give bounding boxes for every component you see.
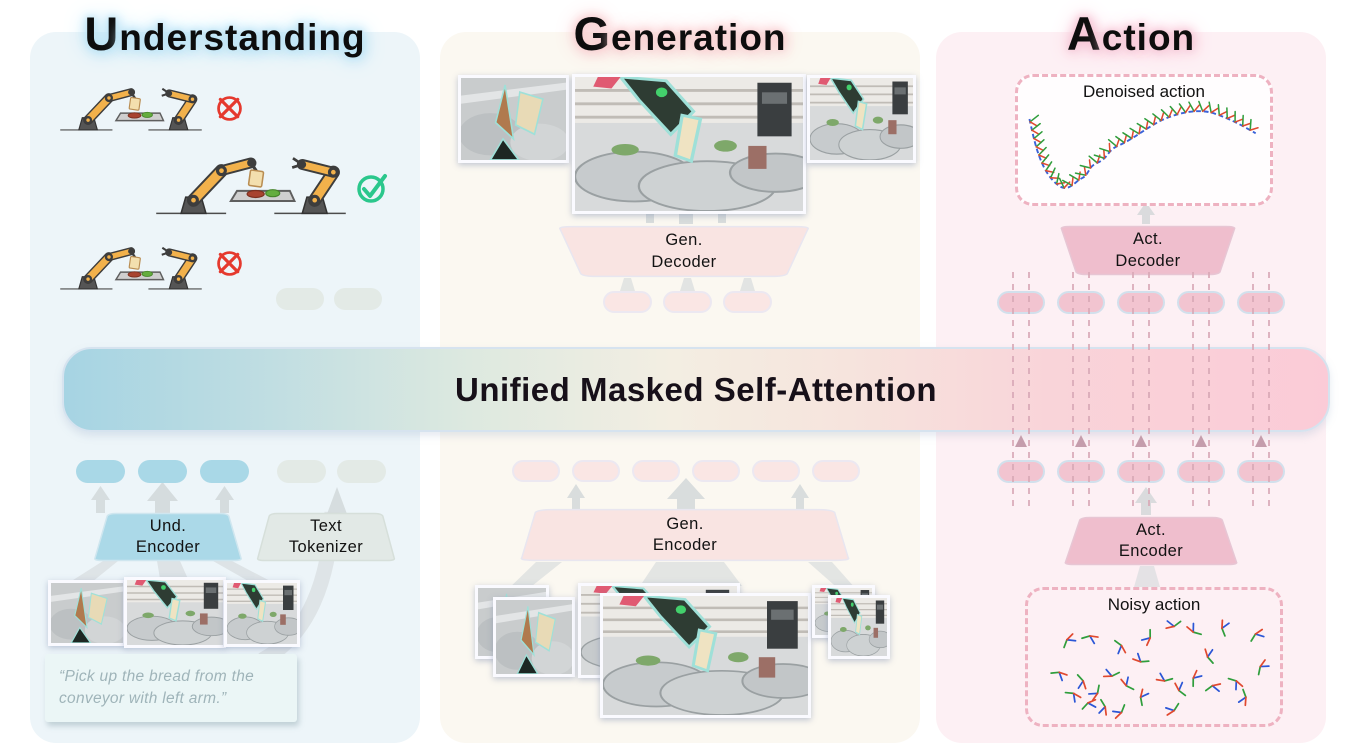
action-token (1177, 291, 1225, 314)
title-initial: G (573, 7, 611, 60)
generation-title: Generation (440, 6, 920, 74)
text-token (277, 460, 326, 483)
gen-token (692, 460, 740, 482)
action-token (997, 460, 1045, 483)
gen-decoder-label: Gen. (665, 231, 703, 250)
und-encoder-label: Und. (149, 516, 187, 535)
input-image (828, 595, 890, 659)
wrong-circle-x-icon (217, 96, 242, 121)
noisy-action-label: Noisy action (1107, 595, 1201, 614)
instruction-quote: “Pick up the bread from the conveyor wit… (45, 654, 297, 722)
observation-photo (48, 580, 126, 646)
title-rest: ction (1101, 17, 1196, 58)
gen-token (752, 460, 800, 482)
title-rest: nderstanding (119, 17, 366, 58)
image-token (76, 460, 125, 483)
image-token (138, 460, 187, 483)
denoised-action-label: Denoised action (1083, 82, 1205, 101)
action-token (997, 291, 1045, 314)
gen-token (663, 291, 712, 313)
act-encoder-label: Act. (1135, 520, 1167, 539)
instruction-line: conveyor with left arm.” (59, 690, 227, 707)
action-token (1117, 460, 1165, 483)
gen-token (572, 460, 620, 482)
robot-arms-illustration (55, 235, 207, 293)
gen-token (603, 291, 652, 313)
understanding-title: Understanding (30, 6, 420, 74)
und-encoder-block: Und.Encoder (92, 512, 244, 562)
title-initial: A (1066, 7, 1102, 60)
observation-photo (124, 577, 226, 648)
title-initial: U (84, 7, 120, 60)
input-image (600, 593, 811, 718)
unified-attention-bar: Unified Masked Self-Attention (62, 347, 1330, 432)
gen-token (512, 460, 560, 482)
denoised-action-box: Denoised action (1015, 74, 1273, 206)
noisy-action-box: Noisy action (1025, 587, 1283, 727)
gen-decoder-block: Gen.Decoder (555, 225, 813, 278)
act-decoder-label: Act. (1132, 230, 1164, 249)
robot-arms-illustration (150, 140, 352, 220)
title-rest: eneration (611, 17, 787, 58)
action-token (1177, 460, 1225, 483)
action-token (1237, 460, 1285, 483)
image-token (200, 460, 249, 483)
noisy-action-glyphs (1050, 619, 1270, 720)
gen-encoder-label: Gen. (666, 514, 704, 533)
answer-token (276, 288, 324, 310)
input-image (493, 597, 575, 677)
act-encoder-block: Act.Encoder (1062, 516, 1240, 566)
action-token (1057, 460, 1105, 483)
action-token (1117, 291, 1165, 314)
action-token (1237, 291, 1285, 314)
wrong-circle-x-icon (217, 251, 242, 276)
text-token (337, 460, 386, 483)
text-tokenizer-label: Text (310, 516, 342, 535)
action-token (1057, 291, 1105, 314)
gen-token (632, 460, 680, 482)
robot-arms-illustration (55, 76, 207, 134)
generated-image (572, 74, 806, 214)
gen-encoder-block: Gen.Encoder (515, 508, 855, 562)
correct-circle-check-icon (357, 174, 387, 203)
action-title: Action (936, 6, 1326, 74)
gen-token (812, 460, 860, 482)
unified-attention-label: Unified Masked Self-Attention (454, 370, 938, 408)
generated-image (807, 75, 916, 163)
observation-photo (224, 580, 300, 647)
generated-image (458, 75, 569, 163)
act-decoder-block: Act.Decoder (1058, 225, 1238, 276)
denoised-trajectory-plot (1028, 100, 1259, 189)
answer-token (334, 288, 382, 310)
instruction-line: “Pick up the bread from the (59, 668, 255, 686)
gen-token (723, 291, 772, 313)
